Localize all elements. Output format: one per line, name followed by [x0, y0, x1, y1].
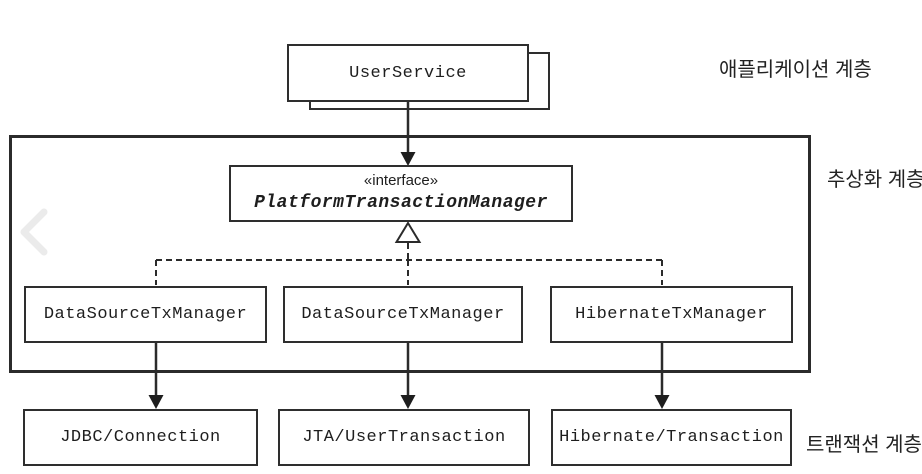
datasource-tx-manager-box-2: DataSourceTxManager [283, 286, 523, 343]
transaction-layer-label: 트랜잭션 계층 [806, 434, 922, 456]
userservice-box: UserService [287, 44, 529, 102]
realization-dashed-lines [155, 243, 663, 285]
arrow-userservice-to-interface [400, 101, 416, 166]
resource-label: Hibernate/Transaction [559, 428, 784, 447]
manager-label: HibernateTxManager [575, 305, 768, 324]
jdbc-connection-box: JDBC/Connection [23, 409, 258, 466]
datasource-tx-manager-box-1: DataSourceTxManager [24, 286, 267, 343]
abstraction-layer-container [9, 135, 811, 373]
manager-label: DataSourceTxManager [301, 305, 505, 324]
userservice-label: UserService [349, 63, 467, 83]
realization-triangle [394, 221, 422, 243]
interface-stereotype: «interface» [363, 172, 439, 190]
hibernate-transaction-box: Hibernate/Transaction [551, 409, 792, 466]
arrow-manager2-to-jta [400, 343, 416, 409]
chevron-left-icon[interactable] [14, 206, 54, 258]
jta-usertransaction-box: JTA/UserTransaction [278, 409, 530, 466]
hibernate-tx-manager-box: HibernateTxManager [550, 286, 793, 343]
resource-label: JDBC/Connection [60, 428, 221, 447]
arrow-manager3-to-hibernate [654, 343, 670, 409]
manager-label: DataSourceTxManager [43, 305, 248, 324]
resource-label: JTA/UserTransaction [302, 428, 506, 447]
interface-name: PlatformTransactionManager [254, 193, 548, 214]
platform-transaction-manager-box: «interface» PlatformTransactionManager [229, 165, 573, 222]
arrow-manager1-to-jdbc [148, 343, 164, 409]
application-layer-label: 애플리케이션 계층 [719, 59, 872, 81]
abstraction-layer-label: 추상화 계층 [827, 169, 922, 191]
